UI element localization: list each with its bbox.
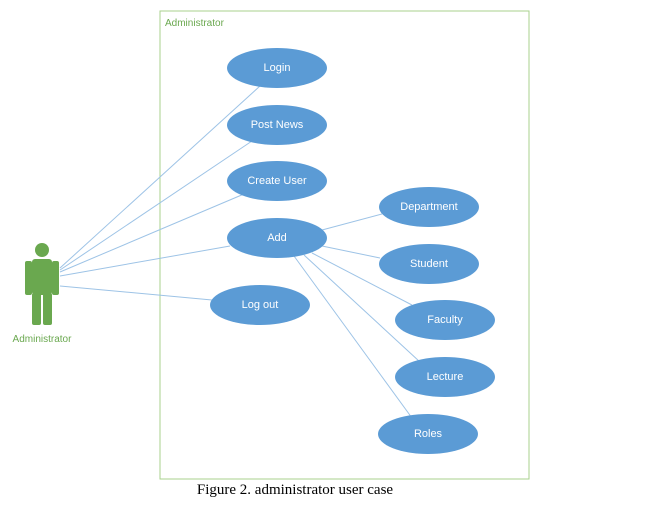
usecase-department: Department bbox=[379, 187, 479, 227]
add-associations bbox=[293, 213, 421, 419]
usecase-post-news-label: Post News bbox=[251, 119, 304, 131]
usecase-roles: Roles bbox=[378, 414, 478, 454]
actor-associations bbox=[59, 85, 261, 301]
usecase-student-label: Student bbox=[410, 258, 448, 270]
assoc-login bbox=[59, 85, 261, 269]
usecase-post-news: Post News bbox=[227, 105, 327, 145]
usecase-create-user: Create User bbox=[227, 161, 327, 201]
usecase-login-label: Login bbox=[264, 62, 291, 74]
usecase-log-out-label: Log out bbox=[242, 299, 279, 311]
system-boundary bbox=[159, 10, 530, 480]
usecase-login: Login bbox=[227, 48, 327, 88]
assoc-add-faculty bbox=[311, 252, 413, 306]
system-boundary-title: Administrator bbox=[165, 18, 225, 29]
usecase-lecture: Lecture bbox=[395, 357, 495, 397]
usecase-log-out: Log out bbox=[210, 285, 310, 325]
actor-label: Administrator bbox=[13, 334, 73, 345]
assoc-add-lecture bbox=[303, 254, 421, 363]
usecase-faculty: Faculty bbox=[395, 300, 495, 340]
usecase-lecture-label: Lecture bbox=[427, 371, 464, 383]
assoc-add bbox=[59, 245, 231, 277]
actor-figure-icon bbox=[25, 243, 59, 325]
assoc-create-user bbox=[59, 193, 245, 273]
usecase-add-label: Add bbox=[267, 232, 287, 244]
assoc-add-department bbox=[321, 213, 383, 231]
usecase-department-label: Department bbox=[400, 201, 457, 213]
figure-caption-text: Figure 2. administrator user case bbox=[196, 482, 394, 498]
assoc-log-out bbox=[59, 285, 213, 301]
usecase-add: Add bbox=[227, 218, 327, 258]
assoc-add-roles bbox=[293, 255, 413, 419]
usecase-student: Student bbox=[379, 244, 479, 284]
assoc-post-news bbox=[59, 140, 253, 271]
assoc-add-student bbox=[321, 245, 381, 259]
usecase-create-user-label: Create User bbox=[247, 175, 307, 187]
usecase-roles-label: Roles bbox=[414, 428, 443, 440]
usecase-faculty-label: Faculty bbox=[427, 314, 463, 326]
figure-caption: Figure 2. administrator user case bbox=[0, 482, 662, 499]
